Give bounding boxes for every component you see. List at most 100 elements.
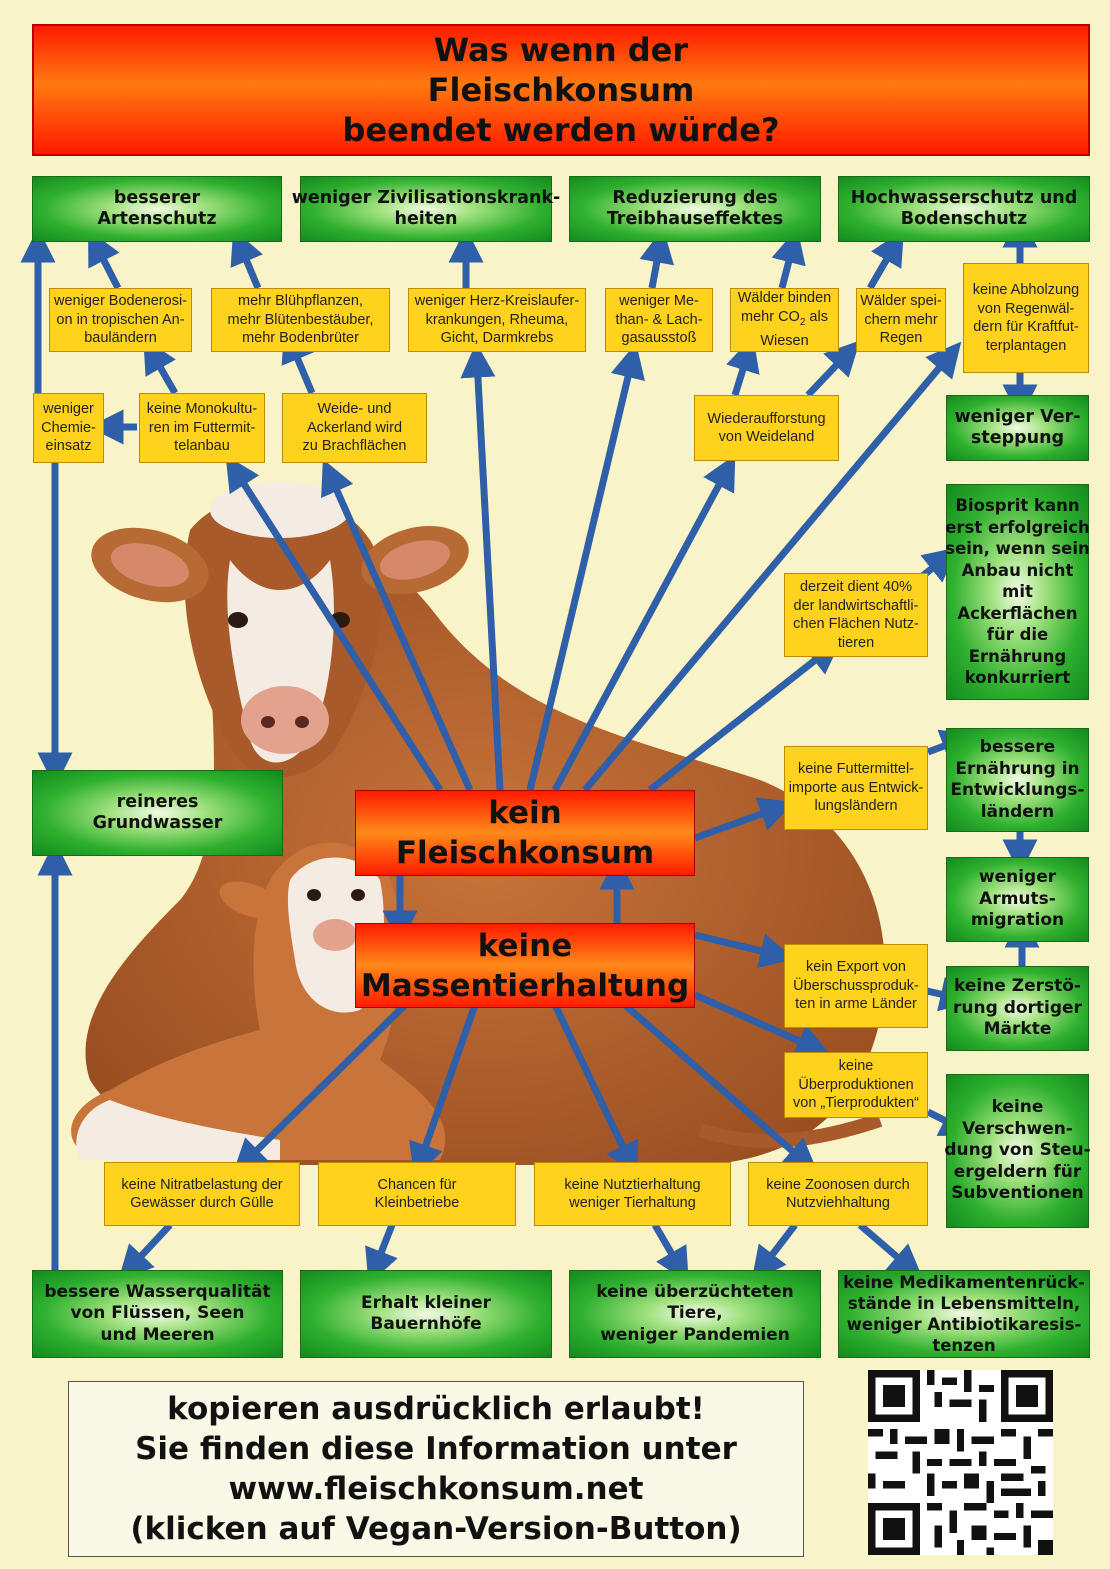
box-ernaehrung: bessere Ernährung in Entwicklungs- lände… (946, 728, 1089, 832)
box-text: migration (970, 910, 1065, 931)
box-text: keine Monokultu- (146, 401, 258, 418)
box-armutsmigration: weniger Armuts- migration (946, 857, 1089, 942)
box-text: von Weideland (718, 429, 815, 445)
box-text: besserer (113, 188, 201, 208)
qr-code-icon[interactable] (868, 1370, 1053, 1555)
box-verschwendung: keine Verschwen- dung von Steu- ergelder… (944, 1074, 1091, 1228)
title-line: Fleischkonsum (427, 71, 695, 109)
page-title: Was wenn der Fleischkonsum beendet werde… (32, 24, 1090, 156)
box-text: chern mehr (864, 311, 938, 328)
box-text: Entwicklungs- (950, 780, 1085, 800)
box-text: keine Futtermittel- (797, 761, 915, 778)
subscript: 2 (799, 316, 806, 328)
box-text: heiten (394, 209, 458, 229)
box-text: Chancen für (377, 1176, 457, 1193)
box-wasserqualitaet: bessere Wasserqualität von Flüssen, Seen… (32, 1270, 283, 1358)
box-text: keine (991, 1097, 1044, 1118)
box-text: Armuts- (979, 888, 1056, 909)
box-zoonosen: keine Zoonosen durch Nutzviehhaltung (748, 1162, 928, 1226)
footer-line: (klicken auf Vegan-Version-Button) (130, 1511, 742, 1547)
box-text: Erhalt kleiner (361, 1292, 491, 1313)
footer-url[interactable]: www.fleischkonsum.net (228, 1471, 644, 1507)
box-chemieeinsatz: weniger Chemie- einsatz (33, 393, 104, 463)
box-text: Subventionen (951, 1183, 1084, 1204)
box-text: konkurriert (964, 668, 1071, 688)
box-text: weniger (43, 401, 94, 418)
box-kleinbetriebe: Chancen für Kleinbetriebe (318, 1162, 516, 1226)
box-artenschutz: besserer Artenschutz (32, 176, 282, 242)
box-export: kein Export von Überschussproduk- ten in… (784, 944, 928, 1028)
box-text: reineres (116, 791, 199, 812)
box-text: Kleinbetriebe (374, 1195, 460, 1211)
box-futtermittelimporte: keine Futtermittel- importe aus Entwick-… (784, 746, 928, 830)
box-medikamente: keine Medikamentenrück- stände in Lebens… (838, 1270, 1090, 1358)
box-bodenerosion: weniger Bodenerosi- on in tropischen An-… (49, 288, 192, 352)
footer-notice: kopieren ausdrücklich erlaubt! Sie finde… (68, 1381, 804, 1557)
box-text: on in tropischen An- (56, 311, 185, 328)
box-methan: weniger Me- than- & Lach- gasausstoß (605, 288, 713, 352)
box-text: weniger (978, 867, 1057, 888)
box-text: bauländern (84, 330, 157, 347)
box-text: Hochwasserschutz und (850, 188, 1078, 208)
box-text: tenzen (932, 1336, 996, 1355)
box-text: von „Tierprodukten“ (793, 1095, 919, 1112)
box-text: ren im Futtermit- (148, 419, 256, 436)
box-text: steppung (970, 428, 1065, 448)
box-text: kein Export von (806, 959, 906, 976)
box-text: einsatz (45, 438, 92, 455)
box-text: weniger Pandemien (600, 1324, 790, 1345)
title-line: Was wenn der (433, 31, 689, 69)
box-keine-massentierhaltung: keine Massentierhaltung (355, 923, 695, 1008)
footer-line: kopieren ausdrücklich erlaubt! (167, 1391, 705, 1427)
box-text: ländern (980, 801, 1055, 822)
box-text: erst erfolgreich (945, 517, 1090, 537)
box-text: Grundwasser (92, 813, 223, 833)
box-text: weniger Bodenerosi- (54, 293, 187, 310)
box-text: zu Brachflächen (302, 438, 407, 455)
box-text: keine Nitratbelastung der (121, 1176, 283, 1193)
box-wiederaufforstung: Wiederaufforstung von Weideland (694, 395, 839, 461)
box-text: weniger Tierhaltung (569, 1195, 696, 1211)
box-zivilisationskrankheiten: weniger Zivilisationskrank- heiten (292, 176, 560, 242)
box-text: ergeldern für (953, 1161, 1082, 1182)
box-text: Fleischkonsum (395, 835, 655, 871)
box-text: mit (1002, 582, 1033, 602)
box-kein-fleischkonsum: kein Fleischkonsum (355, 790, 695, 876)
box-text: kein (488, 795, 562, 831)
box-text: Gewässer durch Gülle (130, 1195, 274, 1211)
box-text: keine (477, 927, 573, 964)
box-text: weniger Herz-Kreislaufer- (414, 293, 580, 310)
box-text: Artenschutz (97, 209, 217, 229)
box-monokultur: keine Monokultu- ren im Futtermit- telan… (139, 393, 265, 463)
box-text: und Meeren (100, 1324, 215, 1345)
box-text: Wiesen (760, 333, 809, 350)
box-ueberproduktion: keine Überproduktionen von „Tierprodukte… (784, 1052, 928, 1118)
box-text: Tiere, (667, 1303, 723, 1324)
box-text: weniger Antibiotikaresis- (846, 1315, 1082, 1334)
box-text: mehr Blütenbestäuber, (227, 311, 374, 328)
box-hochwasserschutz: Hochwasserschutz und Bodenschutz (838, 176, 1090, 242)
box-bluehpflanzen: mehr Blühpflanzen, mehr Blütenbestäuber,… (211, 288, 390, 352)
box-text: Wälder spei- (860, 293, 942, 310)
box-text-co2: mehr CO2 als (741, 308, 828, 332)
box-text: Ackerflächen (957, 603, 1078, 623)
box-text: Chemie- (41, 419, 96, 436)
box-text: Ackerland wird (306, 419, 403, 436)
box-text: keine (838, 1058, 874, 1075)
box-text: bessere (979, 737, 1056, 757)
title-line: beendet werden würde? (342, 111, 780, 149)
box-text: keine Abholzung (972, 282, 1080, 298)
box-text: ten in arme Länder (795, 996, 917, 1013)
box-text: Ernährung (968, 646, 1067, 666)
box-text: rung dortiger (953, 997, 1082, 1018)
box-text: Regen (879, 330, 923, 347)
box-text: Massentierhaltung (360, 967, 690, 1004)
box-text: von Regenwäl- (977, 300, 1075, 317)
box-herzkreislauf: weniger Herz-Kreislaufer- krankungen, Rh… (408, 288, 586, 352)
box-text: lungsländern (814, 798, 898, 815)
box-text: Biosprit kann (955, 496, 1080, 516)
box-text: Verschwen- (962, 1118, 1073, 1139)
footer-line: Sie finden diese Information unter (135, 1431, 737, 1467)
box-text: gasausstoß (621, 330, 697, 347)
box-text: mehr Bodenbrüter (242, 330, 359, 347)
